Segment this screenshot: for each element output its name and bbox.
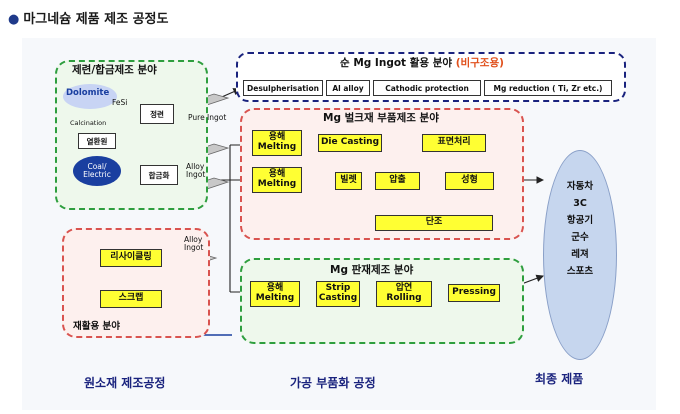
final-products-list: 자동차 3C 항공기 군수 레져 스포츠 — [543, 178, 617, 280]
recycling-box: 리사이클링 — [100, 249, 162, 267]
forging-box: 단조 — [375, 215, 493, 231]
final-product-label: 최종 제품 — [535, 372, 584, 386]
coal-electric-ellipse: Coal/ Electric — [73, 156, 121, 186]
pure-item-cathodic-protection: Cathodic protection — [373, 80, 481, 96]
parts-process-label: 가공 부품화 공정 — [290, 376, 376, 390]
fesi-label: FeSi — [112, 98, 128, 107]
recycle-section — [62, 228, 210, 338]
final-products-ellipse — [543, 150, 617, 360]
forming-box: 성형 — [445, 172, 494, 190]
bulk-melting-1-box: 용해 Melting — [252, 130, 302, 156]
recycle-alloy-ingot-label: Alloy Ingot — [184, 235, 204, 253]
pure-ingot-label: Pure Ingot — [188, 113, 227, 122]
refining-box: 정련 — [140, 104, 174, 124]
rolling-box: 압연 Rolling — [376, 281, 432, 307]
sheet-section-title: Mg 판재제조 분야 — [330, 264, 414, 276]
die-casting-box: Die Casting — [318, 134, 382, 152]
sheet-melting-box: 용해 Melting — [250, 281, 300, 307]
thermal-reduction-box: 열환원 — [78, 133, 116, 149]
final-item: 자동차 — [566, 181, 594, 192]
final-item: 군수 — [571, 232, 589, 243]
pure-item-mg-reduction: Mg reduction ( Ti, Zr etc.) — [484, 80, 612, 96]
pure-section-title: 순 Mg Ingot 활용 분야 (비구조용) — [340, 57, 504, 69]
final-item: 스포츠 — [566, 266, 594, 277]
dolomite-label: Dolomite — [66, 88, 110, 98]
pure-item-desulpherisation: Desulpherisation — [243, 80, 323, 96]
pressing-box: Pressing — [448, 284, 500, 302]
strip-casting-box: Strip Casting — [316, 281, 360, 307]
final-item: 레져 — [571, 249, 589, 260]
bulk-melting-2-box: 용해 Melting — [252, 167, 302, 193]
calcination-label: Calcination — [70, 119, 107, 127]
raw-process-label: 원소재 제조공정 — [84, 376, 166, 390]
final-item: 항공기 — [566, 215, 594, 226]
dolomite-ellipse — [63, 84, 117, 109]
raw-section-title: 제련/합금제조 분야 — [72, 64, 157, 76]
scrap-box: 스크랩 — [100, 290, 162, 308]
page-title: ●마그네슘 제품 제조 공정도 — [8, 12, 169, 27]
alloying-box: 합금화 — [140, 165, 178, 185]
bulk-section-title: Mg 벌크재 부품제조 분야 — [323, 112, 439, 124]
final-item: 3C — [573, 198, 587, 209]
bullet-icon: ● — [8, 12, 20, 27]
pure-item-al-alloy: Al alloy — [326, 80, 370, 96]
extrusion-box: 압출 — [375, 172, 420, 190]
recycle-section-title: 재활용 분야 — [73, 321, 121, 332]
alloy-ingot-label: Alloy Ingot — [186, 162, 206, 180]
billet-box: 빌렛 — [335, 172, 362, 190]
surface-treatment-box: 표면처리 — [422, 134, 486, 152]
